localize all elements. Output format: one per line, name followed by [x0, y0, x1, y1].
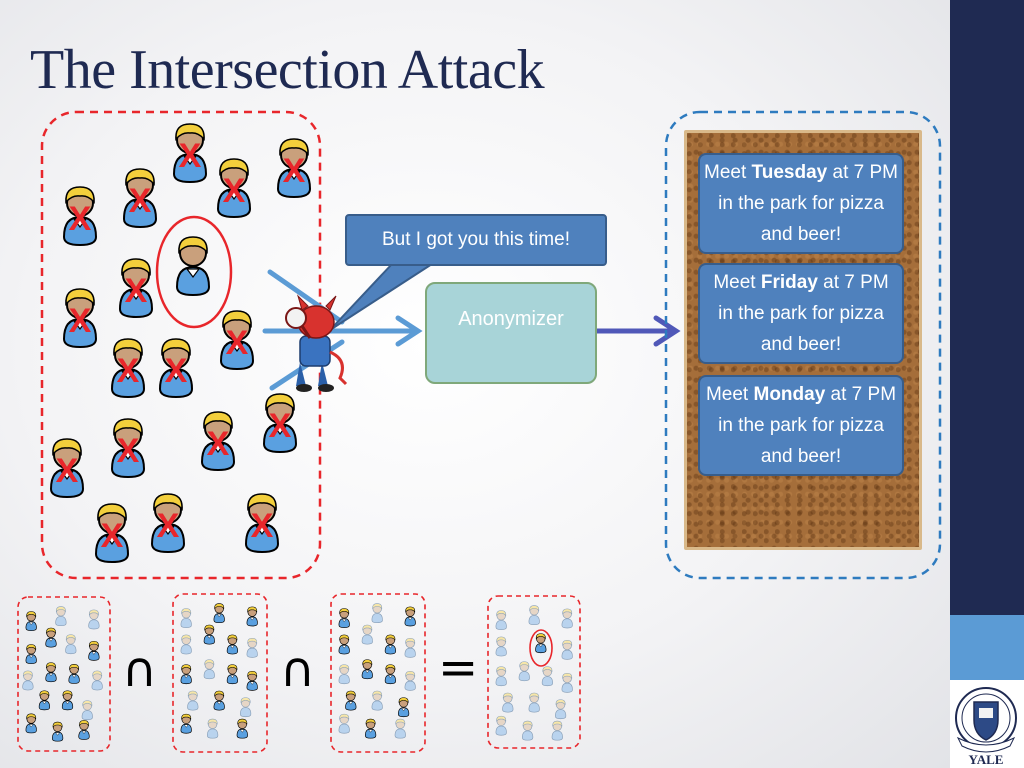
slide-title: The Intersection Attack: [30, 39, 545, 101]
mini-crowd-result: [487, 595, 581, 749]
x-mark: X: [117, 352, 140, 390]
note-prefix: Meet: [704, 162, 752, 183]
message-note-tuesday: Meet Tuesday at 7 PM in the park for piz…: [698, 153, 904, 254]
sidebar-light-band: [950, 615, 1024, 680]
yale-shield-logo: YALE: [955, 687, 1017, 767]
mini-crowd-2: [172, 593, 268, 753]
logo-text: YALE: [969, 752, 1004, 767]
x-mark: X: [283, 152, 306, 190]
x-mark: X: [207, 425, 230, 463]
sidebar-dark-band: [950, 0, 1024, 615]
x-mark: X: [165, 352, 188, 390]
message-note-friday: Meet Friday at 7 PM in the park for pizz…: [698, 263, 904, 364]
x-mark: X: [226, 324, 249, 362]
x-mark: X: [56, 452, 79, 490]
x-mark: X: [129, 182, 152, 220]
x-mark: X: [269, 407, 292, 445]
x-mark: X: [69, 200, 92, 238]
x-mark: X: [117, 432, 140, 470]
intersect-symbol-1: ∩: [122, 642, 158, 698]
x-mark: X: [157, 507, 180, 545]
note-suffix: at 7 PM in the park for pizza and beer!: [718, 384, 897, 467]
x-marks: X X X X X X X X X X X X X X X X X: [56, 137, 306, 555]
crowd-people: [50, 123, 311, 563]
x-mark: X: [69, 302, 92, 340]
note-day: Tuesday: [751, 162, 828, 183]
board-container: [664, 110, 942, 580]
devil-icon: [285, 294, 348, 392]
message-note-monday: Meet Monday at 7 PM in the park for pizz…: [698, 375, 904, 476]
note-day: Friday: [760, 272, 818, 293]
anonymizer-box: Anonymizer: [425, 282, 597, 384]
target-user-highlight: [155, 215, 233, 329]
mini-crowd-3: [330, 593, 426, 753]
x-mark: X: [223, 172, 246, 210]
note-suffix: at 7 PM in the park for pizza and beer!: [718, 272, 889, 355]
x-mark: X: [251, 507, 274, 545]
mini-crowd-1: [17, 596, 111, 752]
speech-bubble: But I got you this time!: [345, 214, 607, 266]
intersect-symbol-2: ∩: [280, 642, 316, 698]
note-suffix: at 7 PM in the park for pizza and beer!: [718, 162, 898, 245]
x-mark: X: [179, 137, 202, 175]
output-arrow: [594, 315, 681, 347]
note-day: Monday: [753, 384, 826, 405]
bubble-tail: [329, 263, 436, 331]
equals-symbol: =: [438, 640, 479, 696]
x-mark: X: [101, 517, 124, 555]
note-prefix: Meet: [705, 384, 754, 405]
x-mark: X: [125, 272, 148, 310]
note-prefix: Meet: [713, 272, 761, 293]
